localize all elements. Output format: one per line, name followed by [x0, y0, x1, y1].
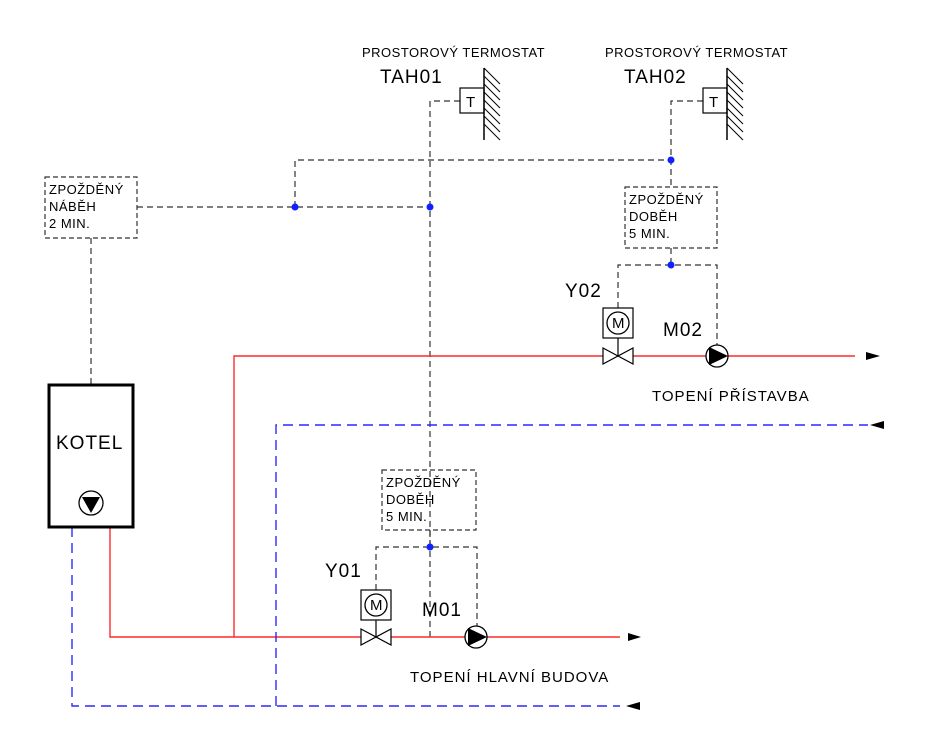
- pump-tag: M02: [663, 320, 703, 341]
- junction-dot: [667, 156, 675, 164]
- valve-body-icon: [602, 347, 634, 365]
- delay-box-frame: [624, 186, 718, 249]
- circuit-label-main: TOPENÍ HLAVNÍ BUDOVA: [410, 669, 609, 686]
- arrow-out-main-icon: [628, 633, 641, 641]
- thermostat-box: [702, 87, 728, 114]
- pipework: [71, 352, 884, 710]
- valve-tag: Y02: [565, 281, 602, 302]
- pump-direction-icon: [468, 628, 487, 646]
- motor-icon: [606, 311, 630, 335]
- arrow-out-extension-icon: [866, 352, 880, 360]
- delay-box-start: ZPOŽDĚNÝ NÁBĚH 2 MIN.: [44, 176, 138, 239]
- motor-symbol: M: [370, 597, 384, 614]
- control-line-tah01: [429, 100, 460, 640]
- delay-box-line: 5 MIN.: [386, 509, 427, 524]
- valve-tag: Y01: [325, 561, 362, 582]
- delay-box-line: ZPOŽDĚNÝ: [629, 192, 704, 207]
- valve-body-icon: [360, 628, 392, 646]
- pump-tag: M01: [422, 600, 462, 621]
- delay-box-line: DOBĚH: [629, 209, 678, 224]
- delay-box-line: ZPOŽDĚNÝ: [49, 182, 124, 197]
- valve-y02: Y02 M: [565, 281, 634, 365]
- control-bus-top: [294, 159, 671, 207]
- control-wiring: [90, 100, 718, 640]
- motor-icon: [364, 593, 388, 617]
- delay-box-frame: [381, 469, 477, 531]
- supply-pipe-main: [109, 527, 620, 638]
- thermostat-tah02: PROSTOROVÝ TERMOSTAT TAH02 T: [605, 45, 788, 141]
- circuit-label-extension: TOPENÍ PŘÍSTAVBA: [652, 388, 810, 405]
- supply-pipe-extension: [233, 355, 855, 637]
- delay-box-frame: [44, 176, 138, 239]
- junction-dots: [291, 156, 675, 551]
- thermostat-caption: PROSTOROVÝ TERMOSTAT: [605, 45, 788, 60]
- motor-symbol: M: [612, 315, 626, 332]
- thermostat-symbol: T: [709, 94, 719, 111]
- boiler: KOTEL: [47, 383, 135, 529]
- thermostat-tah01: PROSTOROVÝ TERMOSTAT TAH01 T: [362, 45, 545, 141]
- delay-box-runon-02: ZPOŽDĚNÝ DOBĚH 5 MIN.: [624, 186, 718, 249]
- delay-box-line: NÁBĚH: [49, 199, 96, 214]
- thermostat-tag: TAH01: [380, 67, 443, 88]
- delay-box-line: DOBĚH: [386, 492, 435, 507]
- thermostat-symbol: T: [466, 94, 476, 111]
- delay-box-line: ZPOŽDĚNÝ: [386, 475, 461, 490]
- pump-direction-icon: [709, 347, 728, 365]
- arrow-in-main-icon: [626, 702, 640, 710]
- return-pipe-extension: [275, 424, 868, 706]
- valve-y01: Y01 M: [325, 561, 392, 646]
- delay-box-runon-01: ZPOŽDĚNÝ DOBĚH 5 MIN.: [381, 469, 477, 531]
- delay-box-line: 5 MIN.: [629, 226, 670, 241]
- junction-dot: [291, 203, 299, 211]
- wall-hatch-icon: [483, 67, 501, 141]
- thermostat-tag: TAH02: [624, 67, 687, 88]
- return-pipe-main: [71, 527, 620, 707]
- pump-m01: M01: [422, 600, 488, 649]
- junction-dot: [426, 203, 434, 211]
- thermostat-caption: PROSTOROVÝ TERMOSTAT: [362, 45, 545, 60]
- control-line-tah02: [670, 100, 703, 187]
- delay-box-line: 2 MIN.: [49, 216, 90, 231]
- boiler-label: KOTEL: [56, 433, 123, 454]
- junction-dot: [667, 261, 675, 269]
- pump-m02: M02: [663, 320, 729, 368]
- junction-dot: [426, 543, 434, 551]
- thermostat-box: [459, 87, 485, 114]
- arrow-in-extension-icon: [870, 421, 884, 429]
- wall-hatch-icon: [726, 67, 744, 141]
- boiler-pump-icon: [78, 490, 104, 516]
